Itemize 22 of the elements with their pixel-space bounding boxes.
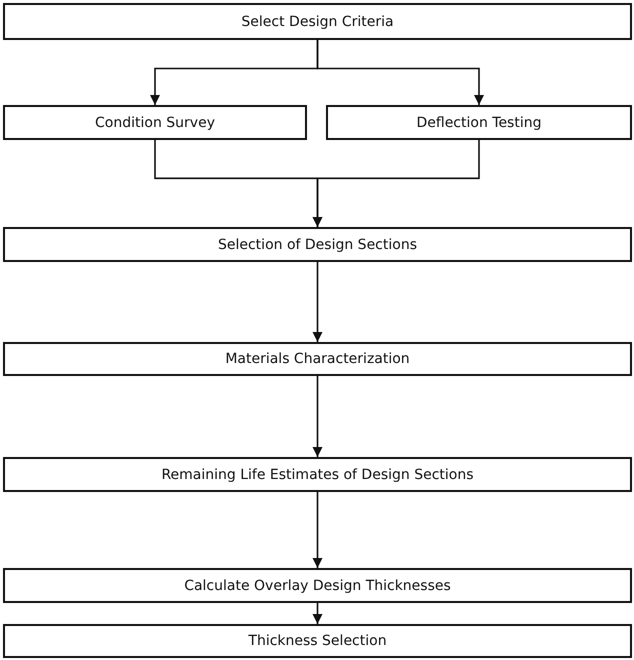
box-label: Deflection Testing — [416, 114, 542, 130]
process-box — [3, 105, 307, 140]
arrow — [312, 603, 322, 624]
box-label: Calculate Overlay Design Thicknesses — [184, 578, 451, 594]
box-label: Selection of Design Sections — [218, 236, 417, 252]
process-box — [326, 105, 632, 140]
process-box — [3, 568, 632, 603]
arrow — [316, 40, 484, 105]
process-box — [3, 457, 632, 492]
process-box — [3, 227, 632, 262]
arrow — [312, 262, 322, 342]
arrow — [312, 376, 322, 457]
box-label: Thickness Selection — [248, 633, 387, 649]
process-box — [3, 624, 632, 658]
box-label: Condition Survey — [95, 114, 215, 130]
box-label: Select Design Criteria — [241, 14, 394, 30]
arrow — [312, 492, 322, 568]
process-box — [3, 3, 632, 40]
arrow — [312, 140, 480, 227]
box-label: Remaining Life Estimates of Design Sections — [161, 466, 474, 482]
process-box — [3, 342, 632, 376]
box-label: Materials Characterization — [225, 351, 410, 367]
